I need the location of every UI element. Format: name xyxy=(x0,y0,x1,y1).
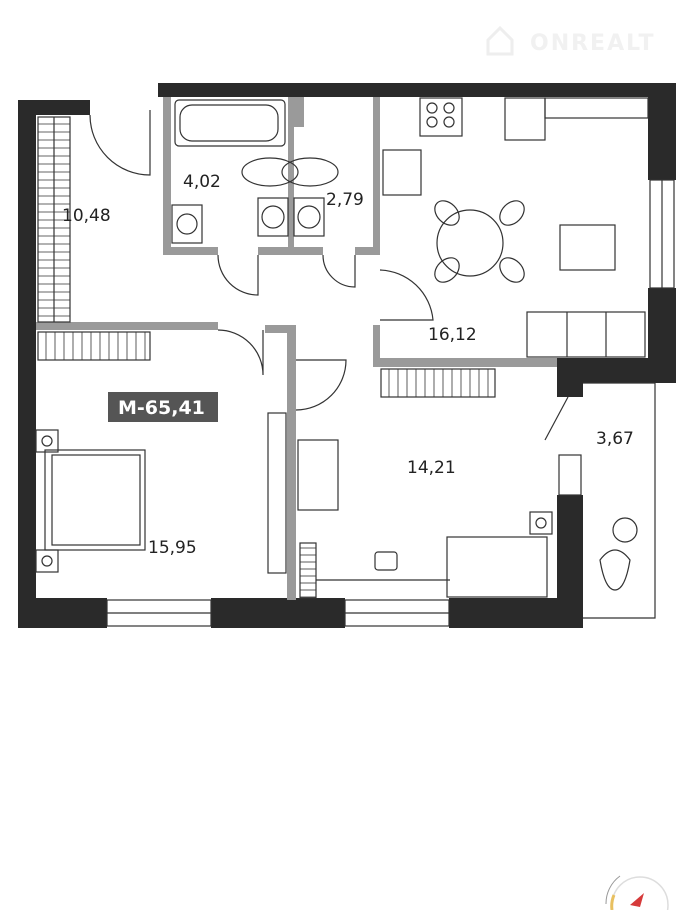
single-bed xyxy=(446,536,548,598)
area-balcony: 3,67 xyxy=(596,429,634,449)
kitchen-sink xyxy=(382,149,422,196)
toilet xyxy=(241,157,299,187)
area-bedroom-1: 15,95 xyxy=(148,538,197,558)
total-area-badge: M-65,41 xyxy=(108,392,218,422)
outer-walls xyxy=(18,83,676,628)
compass-north-arrow-icon xyxy=(605,875,669,910)
armchair xyxy=(297,439,339,511)
total-area-label: M-65,41 xyxy=(118,397,205,419)
house-logo-icon xyxy=(486,25,514,56)
sink xyxy=(257,197,289,237)
desk-chair xyxy=(374,551,398,571)
wardrobes xyxy=(37,116,496,599)
doors xyxy=(89,110,569,441)
watermark-brand: ONREALT xyxy=(530,31,656,56)
balcony-table xyxy=(612,517,638,543)
watermark: ONREALT xyxy=(486,25,656,56)
area-toilet: 2,79 xyxy=(326,190,364,210)
sofa xyxy=(526,311,646,358)
area-bedroom-2: 14,21 xyxy=(407,458,456,478)
fridge xyxy=(504,97,546,141)
inner-walls xyxy=(36,97,557,600)
area-hallway: 10,48 xyxy=(62,206,111,226)
area-labels: 10,48 4,02 2,79 16,12 3,67 14,21 15,95 xyxy=(62,172,634,558)
windows xyxy=(106,179,675,627)
coffee-table xyxy=(559,224,616,271)
bathtub xyxy=(174,99,286,147)
fixtures xyxy=(35,97,649,598)
double-bed xyxy=(44,449,146,551)
area-bathroom: 4,02 xyxy=(183,172,221,192)
stove xyxy=(419,97,463,137)
balcony-outline xyxy=(583,382,656,619)
dining-table xyxy=(436,209,504,277)
balcony-chair xyxy=(599,549,631,591)
area-kitchen-living: 16,12 xyxy=(428,325,477,345)
washing-machine xyxy=(171,204,203,244)
